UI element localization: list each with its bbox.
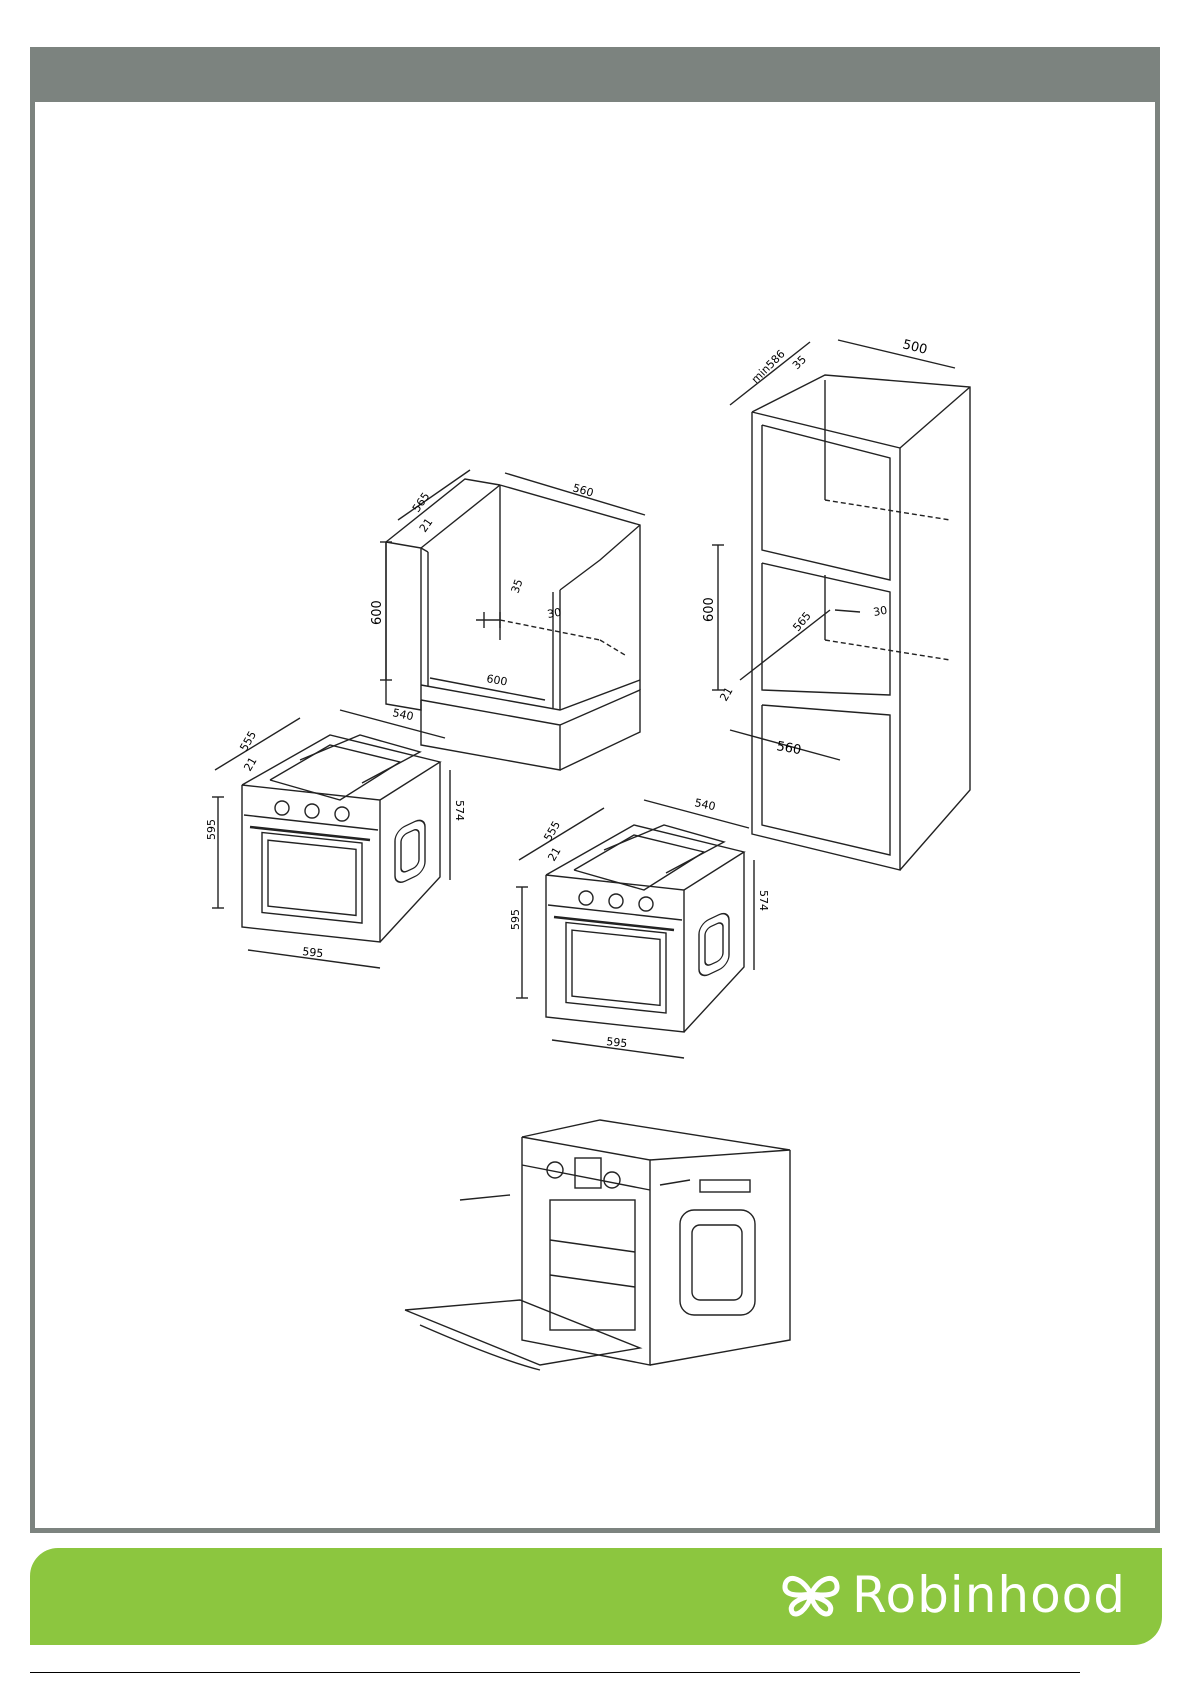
butterfly-icon: [780, 1572, 842, 1618]
footer-bar: Robinhood: [30, 1548, 1162, 1645]
oven-open-door: [405, 1120, 790, 1370]
dim-cabinet-width-top: 560: [571, 481, 595, 499]
dim-tall-gap: 30: [872, 604, 888, 619]
dim-oven-left-front: 21: [241, 755, 259, 774]
dim-cabinet-front: 21: [417, 516, 436, 535]
dim-cabinet-gap: 30: [546, 606, 562, 621]
dim-oven-right-width: 595: [606, 1035, 628, 1050]
dim-tall-depth-min: min586: [749, 347, 788, 386]
dim-tall-front: 21: [717, 685, 735, 704]
dim-cabinet-vent: 35: [509, 577, 526, 595]
dim-tall-inner-depth: 565: [790, 609, 813, 633]
dim-oven-right-depth: 555: [541, 819, 563, 844]
dim-tall-width: 560: [775, 739, 802, 758]
dim-oven-left-width: 595: [302, 945, 324, 960]
dim-oven-left-depth: 555: [237, 729, 259, 754]
brand-logo: Robinhood: [780, 1566, 1126, 1624]
dim-oven-left-side-height: 574: [453, 800, 466, 821]
dim-oven-right-side-height: 574: [757, 890, 770, 911]
dim-oven-right-width-top: 540: [693, 796, 716, 813]
dim-oven-left-height: 595: [205, 819, 218, 840]
brand-name: Robinhood: [852, 1566, 1126, 1624]
dim-tall-height: 600: [702, 597, 717, 622]
dim-tall-width-top: 500: [901, 337, 929, 358]
bottom-rule: [30, 1672, 1080, 1673]
dim-cabinet-depth: 565: [410, 490, 433, 515]
dim-oven-right-front: 21: [545, 845, 563, 864]
dim-cabinet-width: 600: [485, 672, 508, 688]
tall-cabinet: [712, 340, 970, 870]
dim-cabinet-height: 600: [370, 600, 385, 625]
dim-oven-right-height: 595: [509, 909, 522, 930]
